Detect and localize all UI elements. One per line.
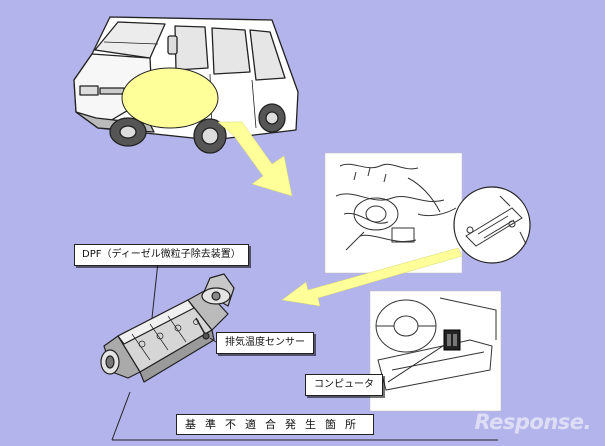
arrow-van-to-engine: [217, 121, 293, 197]
computer-leader-line: [387, 343, 447, 383]
van-highlight-ellipse: [121, 67, 219, 129]
engine-bay-panel: [324, 152, 531, 274]
dpf-unit: [100, 273, 235, 383]
arrow-engine-to-dpf: [281, 247, 463, 307]
title-leader-line: [111, 391, 131, 441]
response-watermark: Response.: [474, 410, 592, 434]
computer-label: コンピュータ: [305, 374, 383, 396]
dashboard-panel: [369, 290, 502, 412]
exhaust-temp-sensor-label: 排気温度センサー: [216, 332, 314, 354]
dpf-label: DPF（ディーゼル微粒子除去装置）: [74, 244, 249, 266]
sensor-leader-line: [209, 337, 217, 343]
dpf-leader-line: [151, 261, 159, 319]
leader-lines: [111, 261, 498, 441]
noncompliance-location-title: 基準不適合発生箇所: [176, 414, 374, 435]
